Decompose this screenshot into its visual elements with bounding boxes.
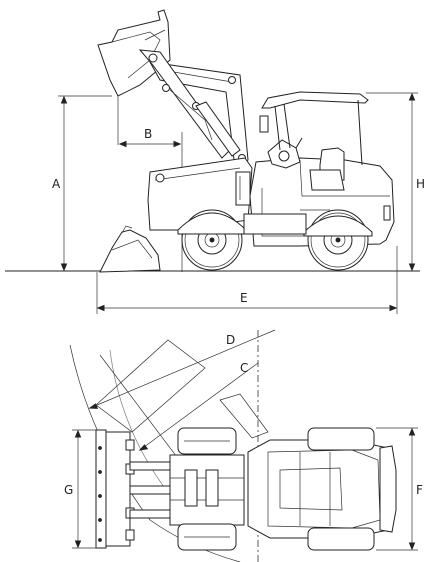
dimension-g-label: G [64, 483, 73, 497]
dimension-a-label: A [52, 177, 61, 191]
lowered-bucket [99, 225, 161, 273]
raised-bucket [97, 9, 171, 97]
dimension-f-label: F [416, 483, 423, 497]
top-rear-wheel-left [307, 427, 375, 451]
top-bucket [95, 429, 135, 549]
rops-canopy [259, 91, 369, 166]
side-view: B [5, 9, 425, 314]
top-rear-body [247, 439, 397, 539]
dimension-e-label: E [240, 291, 248, 305]
dimension-c-line [139, 362, 259, 451]
top-rear-wheel-right [307, 527, 375, 551]
top-view: D C [64, 329, 423, 562]
dimension-h-label: H [416, 177, 425, 191]
dimension-c-label: C [240, 361, 248, 375]
dimension-b-label: B [144, 127, 152, 141]
dimension-d-line [89, 329, 276, 409]
dimension-d-label: D [226, 333, 235, 347]
lift-arm [138, 49, 249, 169]
top-front-frame [129, 454, 245, 526]
